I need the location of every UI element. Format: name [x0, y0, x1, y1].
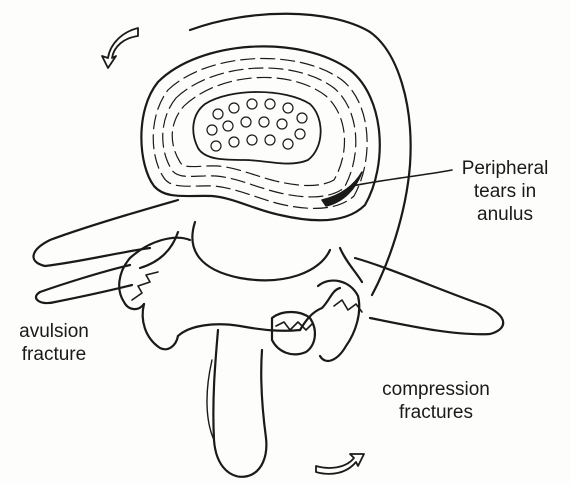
posterior-body-outline	[190, 14, 411, 295]
peripheral-tears-line-3: anulus	[442, 203, 568, 226]
compression-fractures-line-2: fractures	[356, 401, 516, 424]
avulsion-fracture-label: avulsion fracture	[0, 320, 108, 366]
anulus-lamellae	[153, 58, 367, 208]
compression-fracture-line-1	[276, 322, 312, 330]
compression-fractures-label: compression fractures	[356, 378, 516, 424]
avulsion-fracture-line	[132, 272, 158, 300]
rotation-arrow-top-icon	[102, 28, 138, 68]
pedicle-right	[340, 248, 362, 282]
peripheral-tears-line-1: Peripheral	[442, 157, 568, 180]
nucleus-cells	[207, 99, 307, 151]
spinous-process	[213, 330, 266, 477]
avulsion-fracture-line-1: avulsion	[0, 320, 108, 343]
peripheral-tears-line-2: tears in	[442, 180, 568, 203]
rotation-arrow-bottom-icon	[316, 454, 364, 474]
right-lamina	[300, 288, 340, 330]
left-inferior-facet	[143, 304, 178, 349]
peripheral-tear	[322, 172, 362, 206]
left-transverse-process-upper	[34, 200, 178, 266]
peripheral-tears-label: Peripheral tears in anulus	[442, 157, 568, 226]
right-superior-facet	[318, 281, 359, 361]
vertebral-foramen	[192, 222, 330, 280]
right-transverse-process	[355, 258, 503, 334]
compression-fractures-line-1: compression	[356, 378, 516, 401]
compression-fracture-line-2	[334, 300, 362, 312]
lamina	[178, 324, 300, 336]
avulsion-fracture-line-2: fracture	[0, 343, 108, 366]
tear-leader-line	[352, 170, 452, 186]
left-transverse-process-lower	[36, 265, 132, 303]
